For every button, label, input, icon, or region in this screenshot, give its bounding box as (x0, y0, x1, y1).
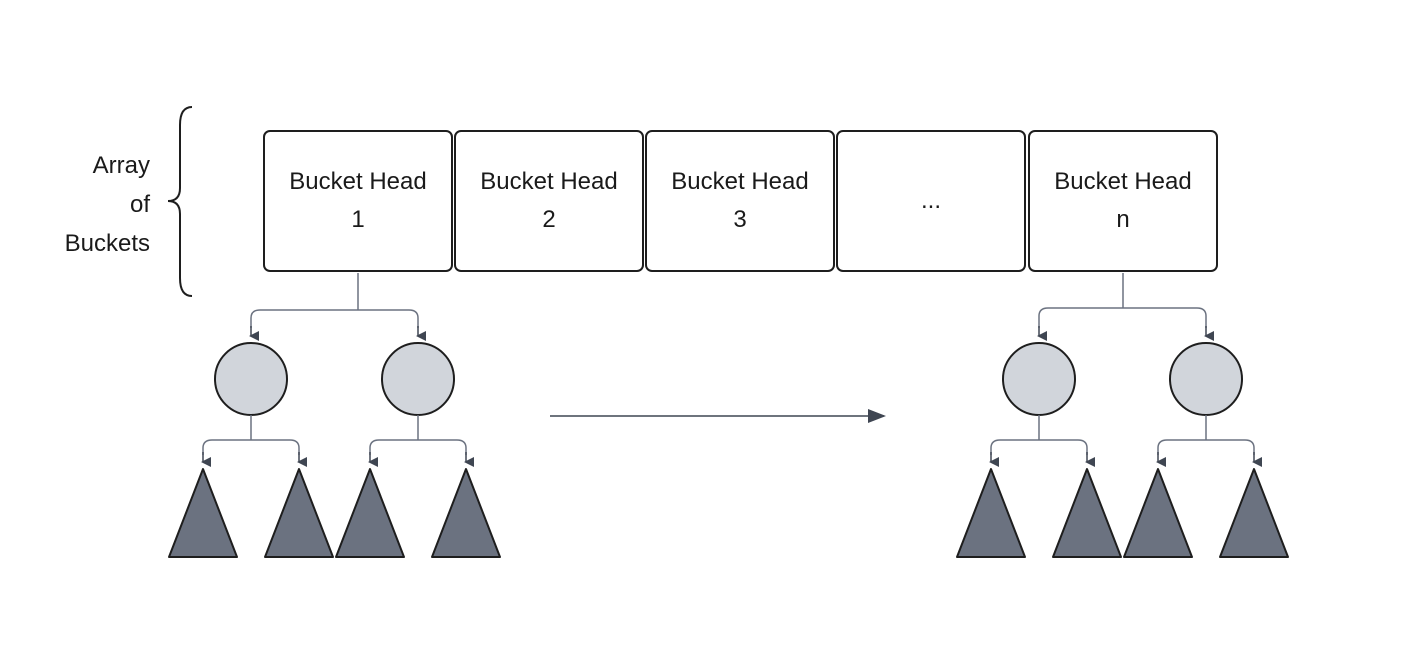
left-tree (168, 273, 501, 558)
array-of-buckets-label: Array of Buckets (30, 146, 150, 263)
bucket-title: Bucket Head (289, 168, 427, 195)
subtree-icon (168, 468, 238, 558)
subtree-icon (264, 468, 334, 558)
bucket-index: n (1116, 206, 1130, 233)
bucket-index: 2 (542, 206, 556, 233)
bucket-ellipsis: ... (836, 130, 1026, 272)
array-brace-icon (167, 106, 193, 297)
subtree-icon (1219, 468, 1289, 558)
tree-node-icon (1002, 342, 1076, 416)
right-tree (956, 273, 1289, 558)
array-label-line-3: Buckets (64, 230, 150, 257)
subtree-icon (1052, 468, 1122, 558)
connector-bucket1-to-node (250, 273, 419, 328)
tree-node-icon (1169, 342, 1243, 416)
subtree-icon (1123, 468, 1193, 558)
bucket-head-2: Bucket Head 2 (454, 130, 644, 272)
bucket-head-1: Bucket Head 1 (263, 130, 453, 272)
array-label-line-2: of (129, 191, 150, 218)
bucket-head-3: Bucket Head 3 (645, 130, 835, 272)
subtree-icon (956, 468, 1026, 558)
tree-node-icon (214, 342, 288, 416)
bucket-head-n: Bucket Head n (1028, 130, 1218, 272)
subtree-icon (335, 468, 405, 558)
bucket-title: Bucket Head (480, 168, 618, 195)
bucket-index: ... (920, 187, 941, 214)
bucket-title: Bucket Head (1054, 168, 1192, 195)
bucket-title: Bucket Head (671, 168, 809, 195)
array-label-line-1: Array (92, 152, 150, 179)
tree-node-icon (381, 342, 455, 416)
bucket-index: 1 (351, 206, 365, 233)
subtree-icon (431, 468, 501, 558)
bucket-index: 3 (733, 206, 747, 233)
